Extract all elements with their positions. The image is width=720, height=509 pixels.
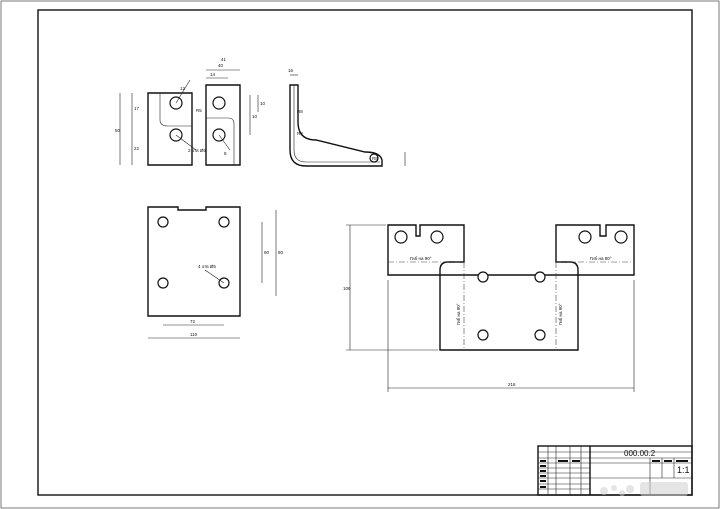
flat-pattern-hole	[614, 230, 628, 244]
top-view-left-part	[147, 92, 193, 166]
leader-line	[175, 79, 191, 104]
dim-label: 50	[115, 128, 121, 133]
dim-label: 216	[508, 382, 516, 387]
leader-line	[175, 134, 197, 151]
dim-label: 12	[180, 86, 186, 91]
top-view-hole	[212, 96, 226, 110]
flat-pattern-hole	[430, 230, 444, 244]
bend-label: Гиб на 90°	[410, 256, 432, 261]
top-view: 40 41 14 10 10 17 50 22 12 8 2 отв Ø5 R5	[115, 57, 266, 166]
dim-label: 17	[134, 106, 140, 111]
title-block: 000.00.2 1:1	[537, 445, 693, 496]
title-block-frame	[537, 445, 693, 496]
dim-label: 16	[288, 68, 294, 73]
dim-label: R8	[372, 156, 378, 161]
front-view-hole	[157, 277, 169, 289]
flat-pattern: 216 106 Гиб на 90° Гиб на 90° Гиб на 90°…	[343, 224, 635, 392]
bend-label: Гиб на 90°	[558, 303, 563, 325]
flat-pattern-hole	[477, 271, 489, 283]
dim-label: 4 отв Ø5	[198, 264, 216, 269]
dim-label: 41	[221, 57, 227, 62]
watermark-logo	[600, 482, 688, 496]
front-view-hole	[157, 216, 169, 228]
dim-label: 80	[278, 250, 284, 255]
side-view: 16 R8 R8 R8	[288, 68, 406, 167]
dim-label: 10	[252, 114, 258, 119]
scale-value: 1:1	[677, 465, 690, 475]
front-view-hole	[218, 216, 230, 228]
top-view-right-part	[205, 84, 241, 166]
flat-pattern-hole	[534, 329, 546, 341]
dim-label: 110	[190, 332, 198, 337]
front-view-outline	[147, 206, 241, 317]
leader-line	[218, 134, 231, 151]
dim-label: 8	[224, 151, 227, 156]
top-view-slot	[159, 93, 192, 127]
dim-label: 40	[218, 63, 224, 68]
leader-line	[204, 269, 225, 284]
flat-pattern-hole	[534, 271, 546, 283]
drawing-frame	[37, 9, 693, 496]
bend-label: Гиб на 90°	[590, 256, 612, 261]
flat-pattern-outline	[387, 224, 635, 351]
drawing-code: 000.00.2	[624, 449, 656, 458]
side-view-inner-line	[293, 85, 380, 163]
bend-label: Гиб на 90°	[456, 303, 461, 325]
flat-pattern-hole	[477, 329, 489, 341]
dim-label: 22	[134, 146, 140, 151]
top-view-slot	[206, 117, 235, 165]
dim-label: 2 отв Ø5	[188, 148, 206, 153]
dim-label: 90	[264, 250, 270, 255]
dim-label: 72	[190, 319, 196, 324]
side-view-profile	[289, 84, 383, 167]
dim-label: R5	[196, 108, 202, 113]
dim-label: 106	[343, 286, 351, 291]
dim-label: R8	[297, 109, 303, 114]
flat-pattern-hole	[394, 230, 408, 244]
front-view: 72 110 90 80 4 отв Ø5	[147, 206, 284, 339]
dim-label: 14	[210, 72, 216, 77]
dim-label: R8	[297, 131, 303, 136]
dim-label: 10	[260, 101, 266, 106]
side-view-hole	[369, 153, 379, 163]
flat-pattern-hole	[578, 230, 592, 244]
